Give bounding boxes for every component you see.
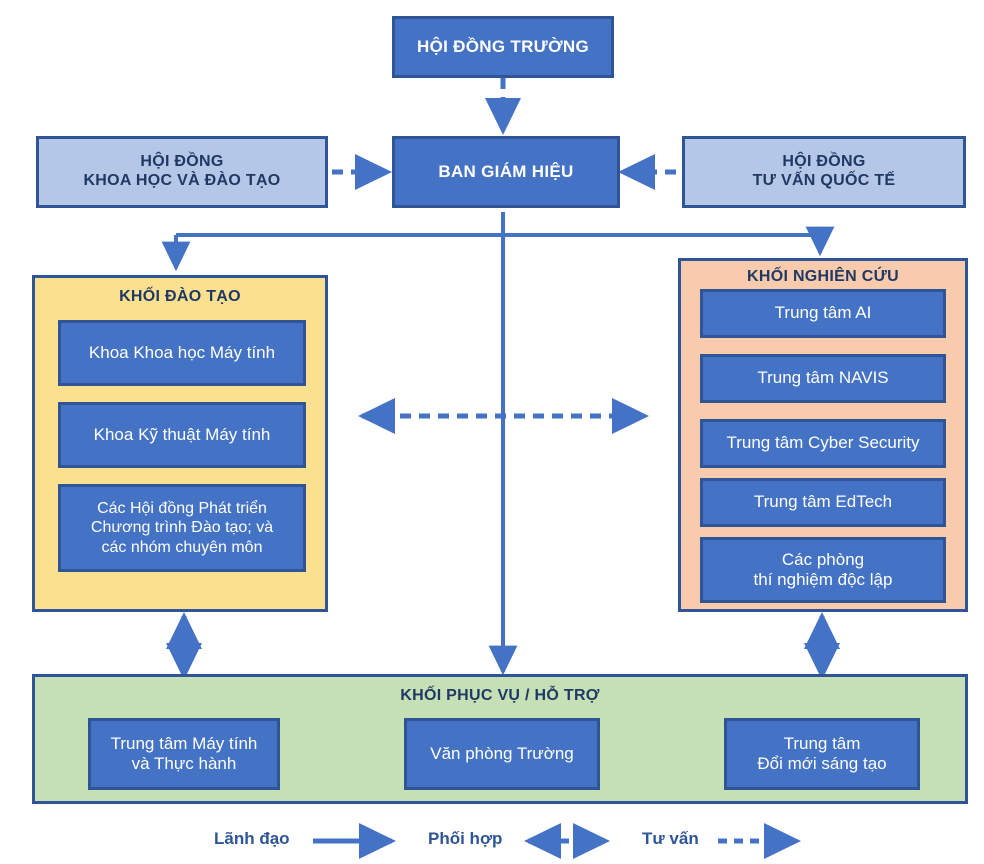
- node-trung-tam-cyber-security-label: Trung tâm Cyber Security: [726, 433, 920, 453]
- node-ban-giam-hieu[interactable]: BAN GIÁM HIỆU: [392, 136, 620, 208]
- cac-hoi-dong-line3: các nhóm chuyên môn: [101, 538, 263, 556]
- legend-label-tu-van: Tư vấn: [642, 829, 699, 848]
- node-trung-tam-edtech[interactable]: Trung tâm EdTech: [700, 478, 946, 527]
- node-khoa-ky-thuat-may-tinh-label: Khoa Kỹ thuật Máy tính: [93, 424, 271, 444]
- node-trung-tam-ai-label: Trung tâm AI: [774, 303, 872, 323]
- cac-hoi-dong-line2: Chương trình Đào tạo; và: [90, 519, 274, 537]
- node-hoi-dong-khoa-hoc-dao-tao[interactable]: HỘI ĐỒNG KHOA HỌC VÀ ĐÀO TẠO: [36, 136, 328, 208]
- tt-may-tinh-line1: Trung tâm Máy tính: [110, 733, 258, 753]
- tt-doi-moi-line1: Trung tâm: [783, 733, 861, 753]
- group-khoi-nghien-cuu-title: KHỐI NGHIÊN CỨU: [747, 268, 899, 285]
- node-trung-tam-navis[interactable]: Trung tâm NAVIS: [700, 354, 946, 403]
- node-cac-hoi-dong-phat-trien[interactable]: Các Hội đồng Phát triển Chương trình Đào…: [58, 484, 306, 572]
- cac-phong-line1: Các phòng: [781, 549, 865, 569]
- group-khoi-dao-tao-title: KHỐI ĐÀO TẠO: [119, 288, 241, 305]
- node-khoa-ky-thuat-may-tinh[interactable]: Khoa Kỹ thuật Máy tính: [58, 402, 306, 468]
- node-trung-tam-edtech-label: Trung tâm EdTech: [753, 492, 893, 512]
- right-advisory-line2: TƯ VẤN QUỐC TẾ: [752, 172, 896, 189]
- van-phong-truong-label: Văn phòng Trường: [430, 743, 574, 763]
- right-advisory-line1: HỘI ĐỒNG: [782, 153, 866, 171]
- tt-doi-moi-line2: Đổi mới sáng tạo: [757, 754, 887, 773]
- node-trung-tam-may-tinh-thuc-hanh[interactable]: Trung tâm Máy tính và Thực hành: [88, 718, 280, 790]
- node-khoa-khoa-hoc-may-tinh-label: Khoa Khoa học Máy tính: [88, 342, 276, 362]
- node-trung-tam-ai[interactable]: Trung tâm AI: [700, 289, 946, 338]
- node-khoa-khoa-hoc-may-tinh[interactable]: Khoa Khoa học Máy tính: [58, 320, 306, 386]
- node-hoi-dong-tu-van-quoc-te[interactable]: HỘI ĐỒNG TƯ VẤN QUỐC TẾ: [682, 136, 966, 208]
- node-ban-giam-hieu-label: BAN GIÁM HIỆU: [438, 161, 574, 181]
- cac-phong-line2: thí nghiệm độc lập: [753, 570, 893, 589]
- cac-hoi-dong-line1: Các Hội đồng Phát triển: [97, 500, 267, 518]
- left-advisory-line2: KHOA HỌC VÀ ĐÀO TẠO: [83, 172, 281, 189]
- node-trung-tam-doi-moi-sang-tao[interactable]: Trung tâm Đổi mới sáng tạo: [724, 718, 920, 790]
- group-khoi-phuc-vu-title: KHỐI PHỤC VỤ / HỖ TRỢ: [400, 687, 600, 704]
- node-trung-tam-navis-label: Trung tâm NAVIS: [757, 368, 889, 388]
- tt-may-tinh-line2: và Thực hành: [131, 754, 237, 773]
- node-van-phong-truong[interactable]: Văn phòng Trường: [404, 718, 600, 790]
- legend-label-phoi-hop: Phối hợp: [428, 829, 503, 848]
- node-hoi-dong-truong[interactable]: HỘI ĐỒNG TRƯỜNG: [392, 16, 614, 78]
- left-advisory-line1: HỘI ĐỒNG: [140, 153, 224, 171]
- node-cac-phong-thi-nghiem[interactable]: Các phòng thí nghiệm độc lập: [700, 537, 946, 603]
- node-trung-tam-cyber-security[interactable]: Trung tâm Cyber Security: [700, 419, 946, 468]
- legend-label-lanh-dao: Lãnh đạo: [214, 829, 290, 848]
- node-hoi-dong-truong-label: HỘI ĐỒNG TRƯỜNG: [417, 36, 589, 56]
